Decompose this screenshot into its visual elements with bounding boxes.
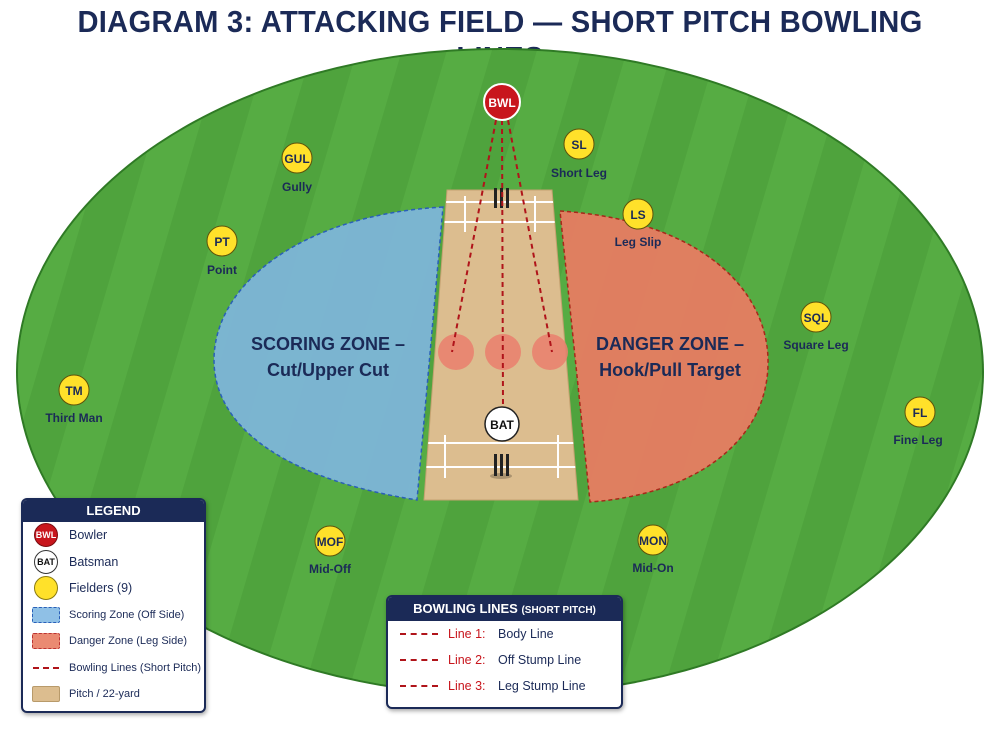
dashed-line-icon [400, 633, 438, 635]
fielder-name: Third Man [45, 411, 102, 425]
legend-item-bowler: BWL Bowler [23, 522, 204, 549]
bowling-lines-title: BOWLING LINES (SHORT PITCH) [388, 597, 621, 621]
fielder-point: PT Point [206, 225, 238, 277]
legend: LEGEND BWL Bowler BAT Batsman Fielders (… [21, 498, 206, 713]
fielder-short-leg: SL Short Leg [551, 128, 607, 180]
danger-zone [559, 210, 769, 503]
bowling-line-row-3: Line 3: Leg Stump Line [388, 673, 621, 699]
fielder-name: Square Leg [783, 338, 848, 352]
bowling-line-label: Line 1: [448, 627, 486, 641]
bowling-line-label: Line 3: [448, 679, 486, 693]
grass-stripe [700, 50, 945, 694]
bowling-line-2 [501, 119, 504, 409]
fielder-name: Short Leg [551, 166, 607, 180]
danger-zone-subtitle: Hook/Pull Target [599, 360, 741, 380]
fielder-abbr: TM [65, 384, 82, 398]
legend-item-batsman: BAT Batsman [23, 549, 204, 576]
legend-item-scoring-zone: Scoring Zone (Off Side) [23, 602, 204, 629]
batsman-label: BAT [490, 418, 514, 432]
fielder-mid-off: MOF Mid-Off [309, 525, 352, 576]
danger-zone-title: DANGER ZONE – [596, 334, 744, 354]
bowling-line-row-1: Line 1: Body Line [388, 621, 621, 647]
fielder-square-leg: SQL Square Leg [783, 301, 849, 352]
legend-label: Bowling Lines (Short Pitch) [69, 661, 202, 674]
bowling-lines-title-main: BOWLING LINES [413, 601, 518, 616]
bowling-lines [451, 119, 553, 409]
fielder-symbol-icon [34, 576, 58, 601]
scoring-zone-swatch-icon [32, 606, 60, 623]
landing-spot-2 [485, 334, 521, 370]
fielder-name: Mid-Off [309, 562, 352, 576]
fielder-mid-on: MON Mid-On [632, 524, 674, 575]
legend-label: Batsman [69, 554, 119, 569]
fielder-abbr: MOF [317, 535, 344, 549]
landing-spot-1 [438, 334, 474, 370]
dashed-line-icon [33, 666, 59, 669]
batsman-end-stumps [490, 454, 512, 479]
bowling-lines-key: BOWLING LINES (SHORT PITCH) Line 1: Body… [386, 595, 623, 709]
bowling-line-desc: Body Line [498, 627, 554, 641]
bowler-marker: BWL [483, 83, 521, 121]
bowler-label: BWL [488, 96, 515, 110]
fielder-leg-slip: LS Leg Slip [615, 198, 662, 249]
scoring-zone [213, 206, 444, 501]
legend-label: Pitch / 22-yard [69, 688, 140, 701]
bowling-line-1 [451, 119, 497, 353]
legend-item-fielders: Fielders (9) [23, 575, 204, 602]
dashed-line-icon [400, 685, 438, 687]
bowler-symbol-icon: BWL [34, 523, 58, 548]
fielder-name: Mid-On [632, 561, 673, 575]
bowler-end-stumps [494, 188, 509, 208]
fielder-fine-leg: FL Fine Leg [893, 396, 943, 447]
bowling-line-desc: Leg Stump Line [498, 679, 586, 693]
fielder-name: Leg Slip [615, 235, 662, 249]
batsman-symbol-icon: BAT [34, 549, 58, 574]
fielder-third-man: TM Third Man [45, 374, 103, 425]
legend-item-bowling-lines: Bowling Lines (Short Pitch) [23, 655, 204, 682]
fielder-abbr: SL [571, 138, 586, 152]
bowling-lines-title-sub: (SHORT PITCH) [521, 605, 596, 616]
bowling-line-label: Line 2: [448, 653, 486, 667]
danger-zone-swatch-icon [32, 633, 60, 650]
scoring-zone-title: SCORING ZONE – [251, 334, 405, 354]
legend-label: Fielders (9) [69, 581, 133, 596]
fielder-abbr: FL [913, 406, 928, 420]
legend-item-pitch: Pitch / 22-yard [23, 681, 204, 708]
fielder-abbr: MON [639, 534, 667, 548]
scoring-zone-subtitle: Cut/Upper Cut [267, 360, 389, 380]
fielder-name: Gully [282, 180, 312, 194]
legend-label: Bowler [69, 528, 108, 543]
legend-label: Scoring Zone (Off Side) [69, 608, 185, 621]
fielder-gully: GUL Gully [281, 142, 313, 194]
legend-title: LEGEND [23, 500, 204, 522]
batsman-marker: BAT [484, 406, 520, 442]
landing-spot-3 [532, 334, 568, 370]
legend-item-danger-zone: Danger Zone (Leg Side) [23, 628, 204, 655]
bowling-line-3 [507, 119, 553, 353]
fielder-name: Fine Leg [893, 433, 942, 447]
bowling-line-desc: Off Stump Line [498, 653, 582, 667]
fielder-name: Point [207, 263, 237, 277]
fielder-abbr: LS [630, 208, 645, 222]
fielder-abbr: GUL [284, 152, 309, 166]
fielder-abbr: SQL [804, 311, 829, 325]
bowling-line-row-2: Line 2: Off Stump Line [388, 647, 621, 673]
dashed-line-icon [400, 659, 438, 661]
fielder-abbr: PT [214, 235, 230, 249]
pitch-swatch-icon [32, 686, 60, 703]
legend-label: Danger Zone (Leg Side) [69, 635, 188, 648]
